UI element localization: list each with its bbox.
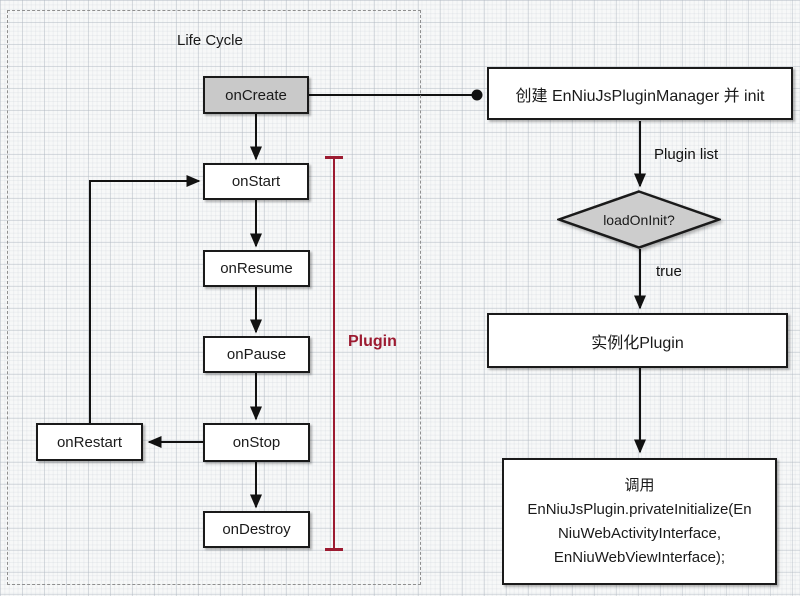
connector-dot-terminal bbox=[471, 89, 483, 101]
lifecycle-frame bbox=[7, 10, 421, 585]
node-onstop: onStop bbox=[203, 423, 310, 462]
node-onresume: onResume bbox=[203, 250, 310, 287]
lifecycle-title: Life Cycle bbox=[177, 32, 243, 49]
call-box-line-2: EnNiuJsPlugin.privateInitialize(En bbox=[527, 500, 752, 518]
node-instantiate-plugin-label: 实例化Plugin bbox=[591, 334, 684, 352]
node-call-private-initialize: 调用 EnNiuJsPlugin.privateInitialize(En Ni… bbox=[502, 458, 777, 585]
call-box-line-4: EnNiuWebViewInterface); bbox=[553, 548, 726, 566]
plugin-bracket-line bbox=[333, 157, 335, 551]
edge-label-plugin-list: Plugin list bbox=[654, 146, 719, 163]
node-ondestroy-label: onDestroy bbox=[222, 521, 291, 538]
node-oncreate: onCreate bbox=[203, 76, 309, 114]
plugin-bracket-cap-bottom bbox=[325, 548, 343, 551]
node-onresume-label: onResume bbox=[220, 260, 293, 277]
decision-loadoninit: loadOnInit? bbox=[557, 190, 721, 249]
node-oncreate-label: onCreate bbox=[225, 86, 287, 104]
node-onrestart-label: onRestart bbox=[56, 433, 123, 451]
node-onstart-label: onStart bbox=[231, 173, 281, 190]
node-onstop-label: onStop bbox=[232, 434, 281, 451]
node-onpause: onPause bbox=[203, 336, 310, 373]
node-create-plugin-manager-label: 创建 EnNiuJsPluginManager 并 init bbox=[515, 87, 765, 105]
node-onpause-label: onPause bbox=[226, 346, 287, 363]
node-create-plugin-manager: 创建 EnNiuJsPluginManager 并 init bbox=[487, 67, 793, 120]
plugin-bracket-label: Plugin bbox=[348, 333, 397, 350]
node-onrestart: onRestart bbox=[36, 423, 143, 461]
edge-label-true: true bbox=[656, 263, 682, 280]
node-ondestroy: onDestroy bbox=[203, 511, 310, 548]
decision-loadoninit-label: loadOnInit? bbox=[603, 211, 675, 228]
call-box-line-3: NiuWebActivityInterface, bbox=[557, 524, 722, 542]
call-box-line-1: 调用 bbox=[624, 476, 655, 494]
decision-diamond-shape bbox=[557, 190, 721, 249]
node-instantiate-plugin: 实例化Plugin bbox=[487, 313, 788, 368]
node-onstart: onStart bbox=[203, 163, 309, 200]
plugin-bracket-cap-top bbox=[325, 156, 343, 159]
